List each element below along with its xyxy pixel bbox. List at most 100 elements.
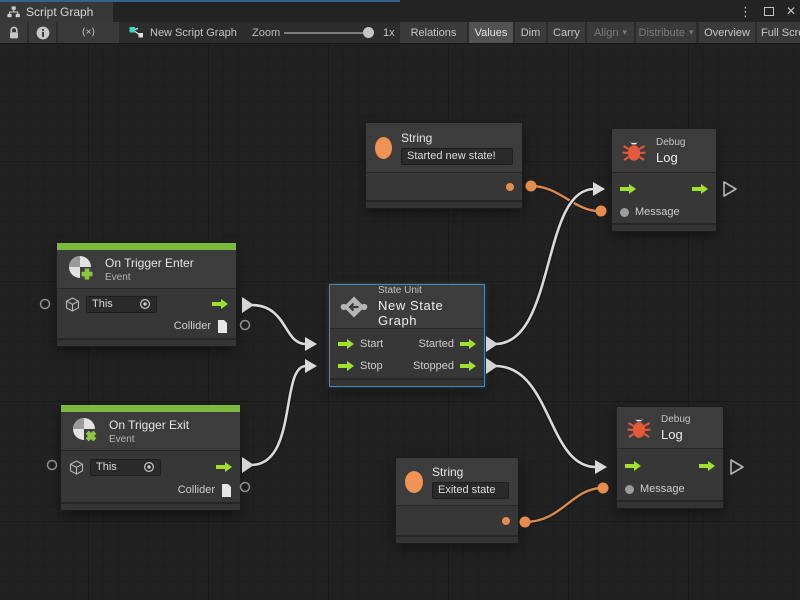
node-kind: State Unit	[378, 285, 422, 296]
node-title: String	[432, 464, 464, 479]
node-string-bottom[interactable]: String Exited state	[396, 458, 518, 543]
message-input-port[interactable]	[625, 484, 634, 494]
node-debug-log-top[interactable]: Debug Log Message	[612, 129, 716, 231]
target-self-field[interactable]: This	[86, 295, 157, 313]
carry-label: Carry	[553, 26, 580, 39]
started-output-port[interactable]	[460, 339, 476, 349]
relations-label: Relations	[410, 26, 457, 39]
node-footer	[396, 535, 518, 543]
maximize-icon[interactable]	[763, 6, 774, 16]
node-state-unit[interactable]: State Unit New State Graph Start Started…	[330, 285, 484, 386]
overview-label: Overview	[704, 26, 750, 39]
gameobject-cube-icon	[69, 459, 84, 475]
node-kind: Debug	[656, 136, 686, 148]
target-picker-icon[interactable]	[143, 461, 155, 473]
carry-button[interactable]: Carry	[548, 22, 585, 43]
zoom-label: Zoom	[252, 26, 281, 39]
node-title: Log	[656, 149, 678, 165]
distribute-dropdown[interactable]: Distribute ▾	[636, 22, 696, 43]
full-screen-button[interactable]: Full Screen	[757, 22, 800, 43]
graph-icon	[129, 22, 144, 43]
info-icon	[36, 26, 50, 40]
flow-input-port[interactable]	[625, 461, 641, 471]
flow-output-port[interactable]	[216, 462, 232, 472]
node-on-trigger-exit[interactable]: On Trigger Exit Event This	[61, 405, 240, 510]
values-label: Values	[474, 26, 508, 39]
align-dropdown[interactable]: Align ▾	[587, 22, 634, 43]
node-kind: Debug	[661, 413, 691, 425]
flow-input-port[interactable]	[620, 184, 636, 194]
bug-icon	[621, 138, 647, 164]
chevron-down-icon: ▾	[622, 27, 627, 37]
zoom-slider[interactable]	[284, 32, 370, 34]
full-screen-label: Full Screen	[761, 26, 800, 39]
message-port-label: Message	[635, 206, 680, 218]
string-output-port[interactable]	[502, 517, 510, 525]
collider-doc-icon	[221, 483, 232, 497]
flow-output-port[interactable]	[699, 461, 715, 471]
stopped-output-port[interactable]	[460, 361, 476, 371]
node-footer	[330, 378, 484, 386]
stop-input-port[interactable]	[338, 361, 354, 371]
collider-port-label: Collider	[177, 484, 215, 496]
start-input-port[interactable]	[338, 339, 354, 349]
string-value-input[interactable]: Exited state	[432, 481, 509, 499]
string-value: Started new state!	[407, 150, 496, 162]
tab-script-graph[interactable]: Script Graph	[0, 0, 113, 22]
flow-output-port[interactable]	[692, 184, 708, 194]
string-value: Exited state	[438, 484, 496, 496]
node-on-trigger-enter[interactable]: On Trigger Enter Event This	[57, 243, 236, 346]
gameobject-cube-icon	[65, 296, 80, 312]
node-debug-log-bottom[interactable]: Debug Log Message	[617, 407, 723, 508]
bug-icon	[626, 415, 652, 441]
zoom-value: 1x	[383, 26, 395, 39]
string-literal-icon	[405, 470, 423, 493]
align-label: Align	[594, 26, 619, 39]
start-port-label: Start	[360, 338, 384, 350]
node-footer	[61, 502, 240, 510]
lock-button[interactable]	[0, 22, 27, 43]
zoom-slider-knob[interactable]	[363, 27, 374, 38]
graph-toolbar: ⟨×⟩ New Script Graph Zoom 1x Relations V…	[0, 22, 800, 44]
node-footer	[612, 223, 716, 231]
target-self-field[interactable]: This	[90, 458, 161, 476]
chevron-down-icon: ▾	[688, 27, 694, 37]
node-title: On Trigger Exit	[109, 417, 190, 432]
relations-button[interactable]: Relations	[400, 22, 467, 43]
message-port-label: Message	[640, 483, 685, 495]
target-picker-icon[interactable]	[139, 298, 151, 310]
node-title: String	[401, 130, 433, 145]
string-value-input[interactable]: Started new state!	[401, 147, 513, 165]
dim-button[interactable]: Dim	[515, 22, 546, 43]
dim-label: Dim	[520, 26, 541, 39]
string-output-port[interactable]	[506, 183, 514, 191]
message-input-port[interactable]	[620, 207, 629, 217]
node-subtitle: Event	[109, 433, 135, 445]
code-view-toggle[interactable]: ⟨×⟩	[58, 22, 119, 43]
started-port-label: Started	[418, 338, 454, 350]
distribute-label: Distribute	[638, 26, 685, 39]
info-button[interactable]	[29, 22, 56, 43]
node-footer	[617, 500, 723, 508]
node-subtitle: Event	[105, 271, 131, 283]
window-menu-icon[interactable]: ⋮	[738, 3, 752, 19]
state-unit-icon	[339, 292, 369, 322]
node-footer	[57, 338, 236, 346]
node-title: Log	[661, 426, 683, 442]
trigger-enter-icon	[66, 254, 96, 284]
close-icon[interactable]: ✕	[785, 4, 796, 18]
focused-panel-indicator	[0, 0, 400, 2]
overview-button[interactable]: Overview	[699, 22, 755, 43]
lock-icon	[8, 26, 20, 40]
node-footer	[366, 200, 522, 208]
collider-port-label: Collider	[173, 320, 211, 332]
graph-name-label: New Script Graph	[150, 26, 237, 39]
target-value: This	[96, 461, 117, 473]
trigger-exit-icon	[70, 416, 100, 446]
values-button[interactable]: Values	[469, 22, 513, 43]
string-literal-icon	[375, 136, 392, 159]
flow-output-port[interactable]	[212, 299, 228, 309]
node-string-top[interactable]: String Started new state!	[366, 123, 522, 208]
collider-doc-icon	[217, 319, 228, 333]
